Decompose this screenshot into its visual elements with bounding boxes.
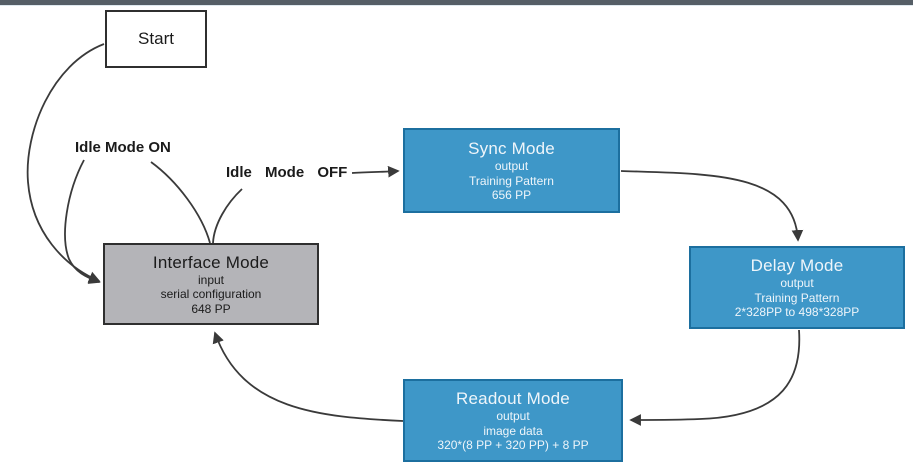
label-idle-mode-on: Idle Mode ON	[75, 139, 171, 156]
node-sync-mode: Sync Mode output Training Pattern 656 PP	[403, 128, 620, 213]
edge-readout-to-interface	[212, 331, 404, 422]
top-border-bar	[0, 0, 913, 6]
delay-mode-line: Training Pattern	[754, 290, 840, 305]
edge-sync-to-delay	[620, 170, 804, 242]
interface-mode-title: Interface Mode	[152, 252, 270, 272]
delay-mode-line: output	[780, 276, 814, 291]
sync-mode-line: 656 PP	[491, 188, 532, 203]
readout-mode-title: Readout Mode	[456, 389, 570, 409]
edge-idle-on-return	[64, 159, 101, 284]
delay-mode-line: 2*328PP to 498*328PP	[734, 305, 860, 320]
readout-mode-line: output	[496, 409, 530, 424]
node-delay-mode: Delay Mode output Training Pattern 2*328…	[689, 246, 905, 329]
edge-interface-to-idle-off	[212, 188, 243, 244]
interface-mode-line: input	[197, 272, 225, 287]
start-label: Start	[138, 29, 174, 48]
interface-mode-line: 648 PP	[191, 301, 231, 316]
node-interface-mode: Interface Mode input serial configuratio…	[103, 243, 319, 325]
sync-mode-line: output	[494, 159, 529, 174]
node-readout-mode: Readout Mode output image data 320*(8 PP…	[403, 379, 623, 462]
sync-mode-title: Sync Mode	[468, 139, 555, 159]
sync-mode-line: Training Pattern	[469, 173, 554, 188]
edge-interface-to-idle-on	[150, 161, 211, 244]
interface-mode-line: serial configuration	[160, 287, 262, 302]
label-idle-mode-off: Idle Mode OFF	[226, 164, 348, 181]
delay-mode-title: Delay Mode	[750, 256, 844, 276]
readout-mode-line: image data	[483, 423, 543, 438]
readout-mode-line: 320*(8 PP + 320 PP) + 8 PP	[437, 438, 589, 453]
edge-idle-off-to-sync	[351, 165, 400, 178]
edge-delay-to-readout	[629, 329, 801, 426]
edge-start-to-interface	[26, 43, 105, 283]
node-start: Start	[105, 10, 207, 68]
